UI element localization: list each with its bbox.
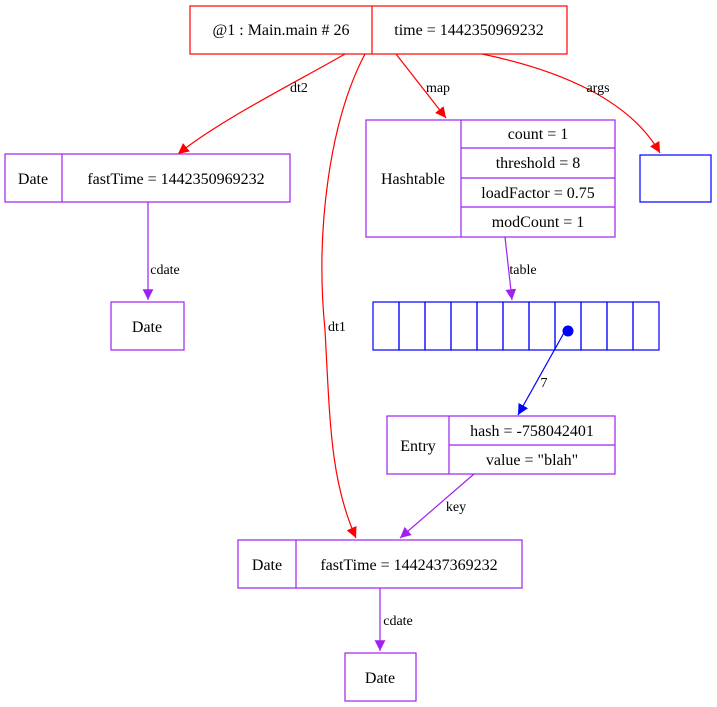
edge-label-slot: 7 xyxy=(541,376,548,391)
table-slot xyxy=(398,301,426,351)
date-dt1-fasttime: fastTime = 1442437369232 xyxy=(320,557,497,574)
entry-type: Entry xyxy=(400,438,436,455)
node-date-dt1: Date fastTime = 1442437369232 xyxy=(237,539,523,589)
hashtable-count: count = 1 xyxy=(508,126,569,143)
edge-label-args: args xyxy=(586,81,609,96)
table-slot-pointer-dot xyxy=(562,325,574,337)
edge-labels: dt2 map args cdate table dt1 7 key cdate xyxy=(150,81,609,629)
edges xyxy=(142,53,661,651)
table-slot xyxy=(606,301,634,351)
date-dt1-type: Date xyxy=(252,557,282,574)
edge-label-cdate-bottom: cdate xyxy=(383,614,413,629)
node-table-array xyxy=(372,301,660,351)
edge-label-table: table xyxy=(509,263,536,278)
frame-time: time = 1442350969232 xyxy=(394,22,543,39)
hashtable-modcount: modCount = 1 xyxy=(492,214,585,231)
hashtable-type: Hashtable xyxy=(381,171,445,188)
date-dt2-cdate-type: Date xyxy=(132,319,162,336)
node-frame: @1 : Main.main # 26 time = 1442350969232 xyxy=(189,5,568,55)
edge-label-dt2: dt2 xyxy=(290,81,308,96)
entry-hash: hash = -758042401 xyxy=(470,423,594,440)
table-slot xyxy=(632,301,660,351)
table-slot xyxy=(502,301,530,351)
node-date-dt2: Date fastTime = 1442350969232 xyxy=(4,153,291,203)
frame-label: @1 : Main.main # 26 xyxy=(213,22,350,39)
node-args-array xyxy=(639,154,712,203)
table-slot xyxy=(528,301,556,351)
node-entry: Entry hash = -758042401 value = "blah" xyxy=(386,415,616,475)
node-date-dt1-cdate: Date xyxy=(344,652,417,702)
hashtable-threshold: threshold = 8 xyxy=(496,155,581,172)
table-slot xyxy=(424,301,452,351)
table-slot xyxy=(476,301,504,351)
edge-label-key: key xyxy=(446,500,466,515)
hashtable-loadfactor: loadFactor = 0.75 xyxy=(481,185,594,202)
edge-label-cdate-top: cdate xyxy=(150,263,180,278)
table-slot xyxy=(372,301,400,351)
date-dt2-type: Date xyxy=(18,171,48,188)
node-hashtable: Hashtable count = 1 threshold = 8 loadFa… xyxy=(365,119,616,238)
table-slot xyxy=(580,301,608,351)
entry-value: value = "blah" xyxy=(486,452,578,469)
table-slot xyxy=(450,301,478,351)
edge-dt2 xyxy=(177,53,346,155)
edge-dt1 xyxy=(321,53,366,539)
date-dt2-fasttime: fastTime = 1442350969232 xyxy=(87,171,264,188)
edge-table xyxy=(504,236,517,301)
edge-args xyxy=(481,53,661,154)
edge-label-map: map xyxy=(426,81,450,96)
edge-map xyxy=(395,53,447,119)
node-date-dt2-cdate: Date xyxy=(110,301,185,351)
date-dt1-cdate-type: Date xyxy=(365,670,395,687)
edge-slot xyxy=(517,330,566,416)
edge-label-dt1: dt1 xyxy=(328,320,346,335)
edge-key xyxy=(399,473,475,539)
